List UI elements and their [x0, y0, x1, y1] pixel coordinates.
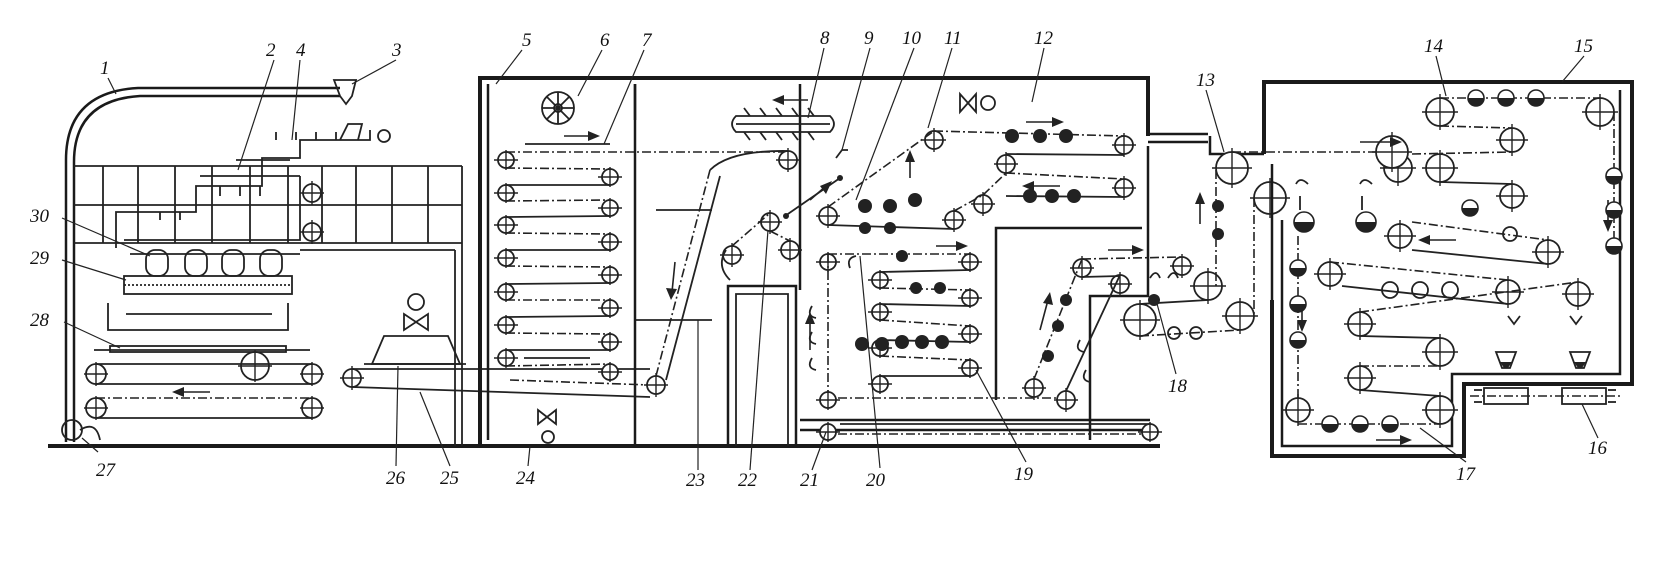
- label-23: 23: [686, 470, 705, 491]
- label-5: 5: [522, 30, 532, 51]
- grid-frame: [74, 165, 463, 446]
- label-10: 10: [902, 28, 922, 49]
- label-6: 6: [600, 30, 610, 51]
- discharge-hoppers: [1470, 351, 1620, 405]
- label-16: 16: [1588, 438, 1608, 459]
- label-13: 13: [1196, 70, 1215, 91]
- elevator-conveyor: [731, 95, 835, 141]
- cooling-chamber: [1262, 80, 1634, 458]
- label-25: 25: [440, 468, 459, 489]
- label-3: 3: [391, 40, 402, 61]
- label-20: 20: [866, 470, 886, 491]
- label-27: 27: [96, 460, 117, 481]
- half-filled-balls: [1289, 89, 1623, 433]
- label-8: 8: [820, 28, 830, 49]
- part-labels: 1 2 3 4 5 6 7 8 9 10 11 12 13 14 15 16 1…: [29, 28, 1608, 491]
- label-11: 11: [944, 28, 962, 49]
- label-4: 4: [296, 40, 306, 61]
- transfer-section: [1022, 132, 1400, 412]
- cooling-pulleys: [1282, 94, 1618, 428]
- label-1: 1: [100, 58, 110, 79]
- label-26: 26: [386, 468, 406, 489]
- label-21: 21: [800, 470, 819, 491]
- label-19: 19: [1014, 464, 1034, 485]
- mould-cylinders: [130, 249, 300, 277]
- chamber-twelve: [800, 91, 1162, 442]
- label-9: 9: [864, 28, 874, 49]
- label-22: 22: [738, 470, 758, 491]
- leader-lines: [61, 47, 1599, 471]
- label-24: 24: [516, 468, 536, 489]
- label-2: 2: [266, 40, 276, 61]
- ball-row-middle: [855, 250, 949, 351]
- label-29: 29: [30, 248, 50, 269]
- label-18: 18: [1168, 376, 1188, 397]
- label-15: 15: [1574, 36, 1593, 57]
- moulding-section: [48, 79, 1160, 448]
- label-17: 17: [1456, 464, 1477, 485]
- label-12: 12: [1034, 28, 1054, 49]
- label-30: 30: [29, 206, 50, 227]
- label-7: 7: [642, 30, 653, 51]
- ball-row-top: [858, 129, 1081, 234]
- drying-chamber: [478, 76, 1150, 446]
- label-14: 14: [1424, 36, 1444, 57]
- label-28: 28: [30, 310, 50, 331]
